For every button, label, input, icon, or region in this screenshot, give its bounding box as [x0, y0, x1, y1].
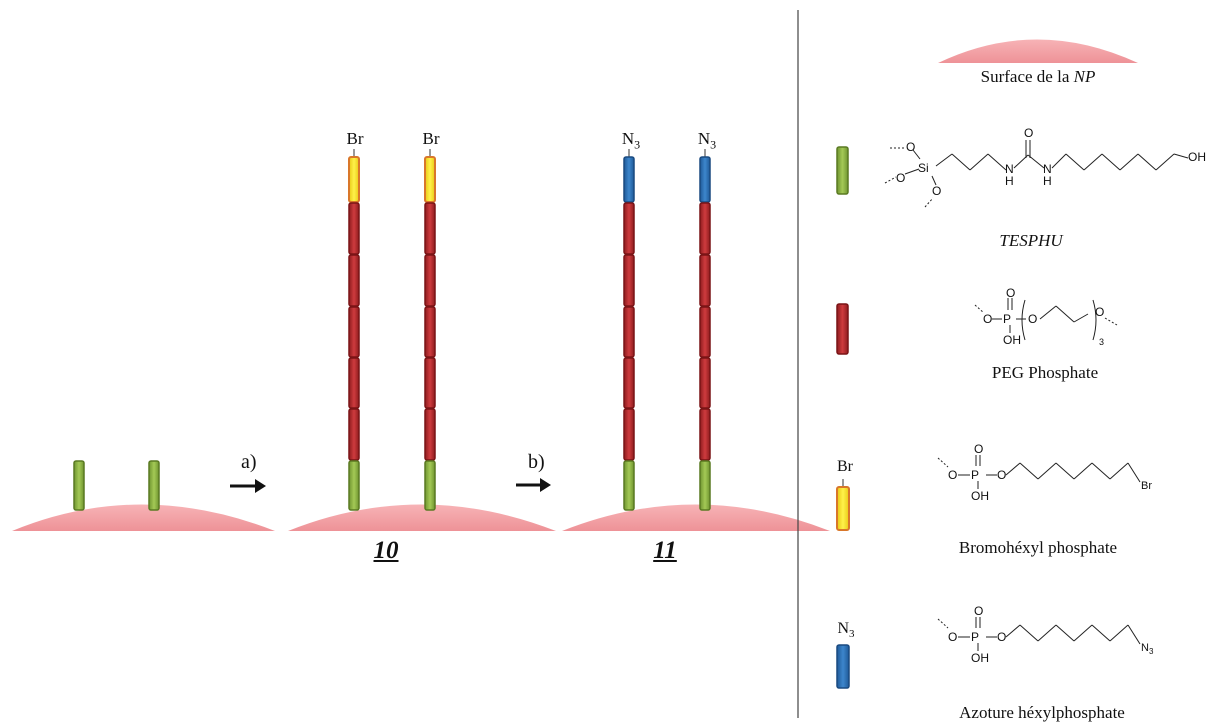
tesphu-atom: N: [1043, 162, 1052, 176]
arrow-b: [516, 478, 551, 492]
peg-atom: O: [983, 312, 993, 326]
tesphu-atom: OH: [1188, 150, 1206, 164]
tesphu-structure: [884, 140, 1189, 208]
bromo-atom: OH: [971, 489, 989, 503]
peg-atom: O: [1028, 312, 1038, 326]
tesphu-atom: H: [1043, 174, 1052, 188]
peg-atom: OH: [1003, 333, 1021, 347]
azide-atom: O: [997, 630, 1007, 644]
tesphu-atom: O: [896, 171, 906, 185]
legend-tesphu-caption: TESPHU: [999, 231, 1063, 250]
tesphu-atom: O: [906, 140, 916, 154]
peg-atom: P: [1003, 312, 1012, 326]
tesphu-atom: Si: [918, 161, 929, 175]
compound-11-chain-left: [623, 149, 635, 511]
compound-11-label: 11: [653, 537, 677, 564]
step-b-label: b): [528, 451, 545, 473]
chain-end-n3-1: N3: [621, 129, 641, 152]
np-surface-3: [562, 504, 830, 531]
bromo-atom: Br: [1141, 480, 1152, 492]
peg-atom: O: [1006, 286, 1016, 300]
legend-br-label: Br: [837, 458, 853, 475]
bromo-structure: [937, 455, 1141, 489]
legend-surface-caption: Surface de la NP: [980, 67, 1096, 86]
legend-peg-caption: PEG Phosphate: [991, 363, 1099, 382]
azide-structure: [937, 617, 1141, 651]
compound-10-chain-left: [348, 149, 360, 511]
peg-repeat-subscript: 3: [1099, 337, 1105, 347]
peg-atom: O: [1095, 305, 1105, 319]
compound-11-chain-right: [699, 149, 711, 511]
peg-structure: [974, 298, 1118, 341]
legend-bromo-caption: Bromohéxyl phosphate: [958, 538, 1118, 557]
np-surface-1: [12, 504, 275, 531]
legend-blue-block: [836, 644, 850, 689]
azide-atom: O: [974, 604, 984, 618]
legend-azide-caption: Azoture héxylphosphate: [959, 703, 1125, 722]
step-a-label: a): [241, 451, 257, 473]
tesphu-atom: O: [932, 184, 942, 198]
np-surface-2: [288, 504, 556, 531]
compound-10-chain-right: [424, 149, 436, 511]
bromo-atom: O: [997, 468, 1007, 482]
chain-end-n3-2: N3: [697, 129, 717, 152]
azide-atom: OH: [971, 651, 989, 665]
legend-surface-shape: [938, 39, 1138, 63]
legend-n3-label: N3: [837, 620, 855, 641]
tesphu-atom: H: [1005, 174, 1014, 188]
azide-atom: N3: [1141, 642, 1154, 657]
chain-end-br-2: Br: [422, 129, 440, 148]
legend-red-block: [836, 303, 849, 355]
tesphu-atom: N: [1005, 162, 1014, 176]
chain-end-br-1: Br: [346, 129, 364, 148]
legend-yellow-block: [836, 486, 850, 531]
bromo-atom: O: [948, 468, 958, 482]
azide-atom: O: [948, 630, 958, 644]
surface-1-chains: [73, 460, 160, 511]
arrow-a: [230, 479, 266, 493]
compound-10-label: 10: [373, 537, 399, 564]
tesphu-atom: O: [1024, 126, 1034, 140]
legend-green-block: [836, 146, 849, 195]
bromo-atom: P: [971, 468, 980, 482]
azide-atom: P: [971, 630, 980, 644]
bromo-atom: O: [974, 442, 984, 456]
